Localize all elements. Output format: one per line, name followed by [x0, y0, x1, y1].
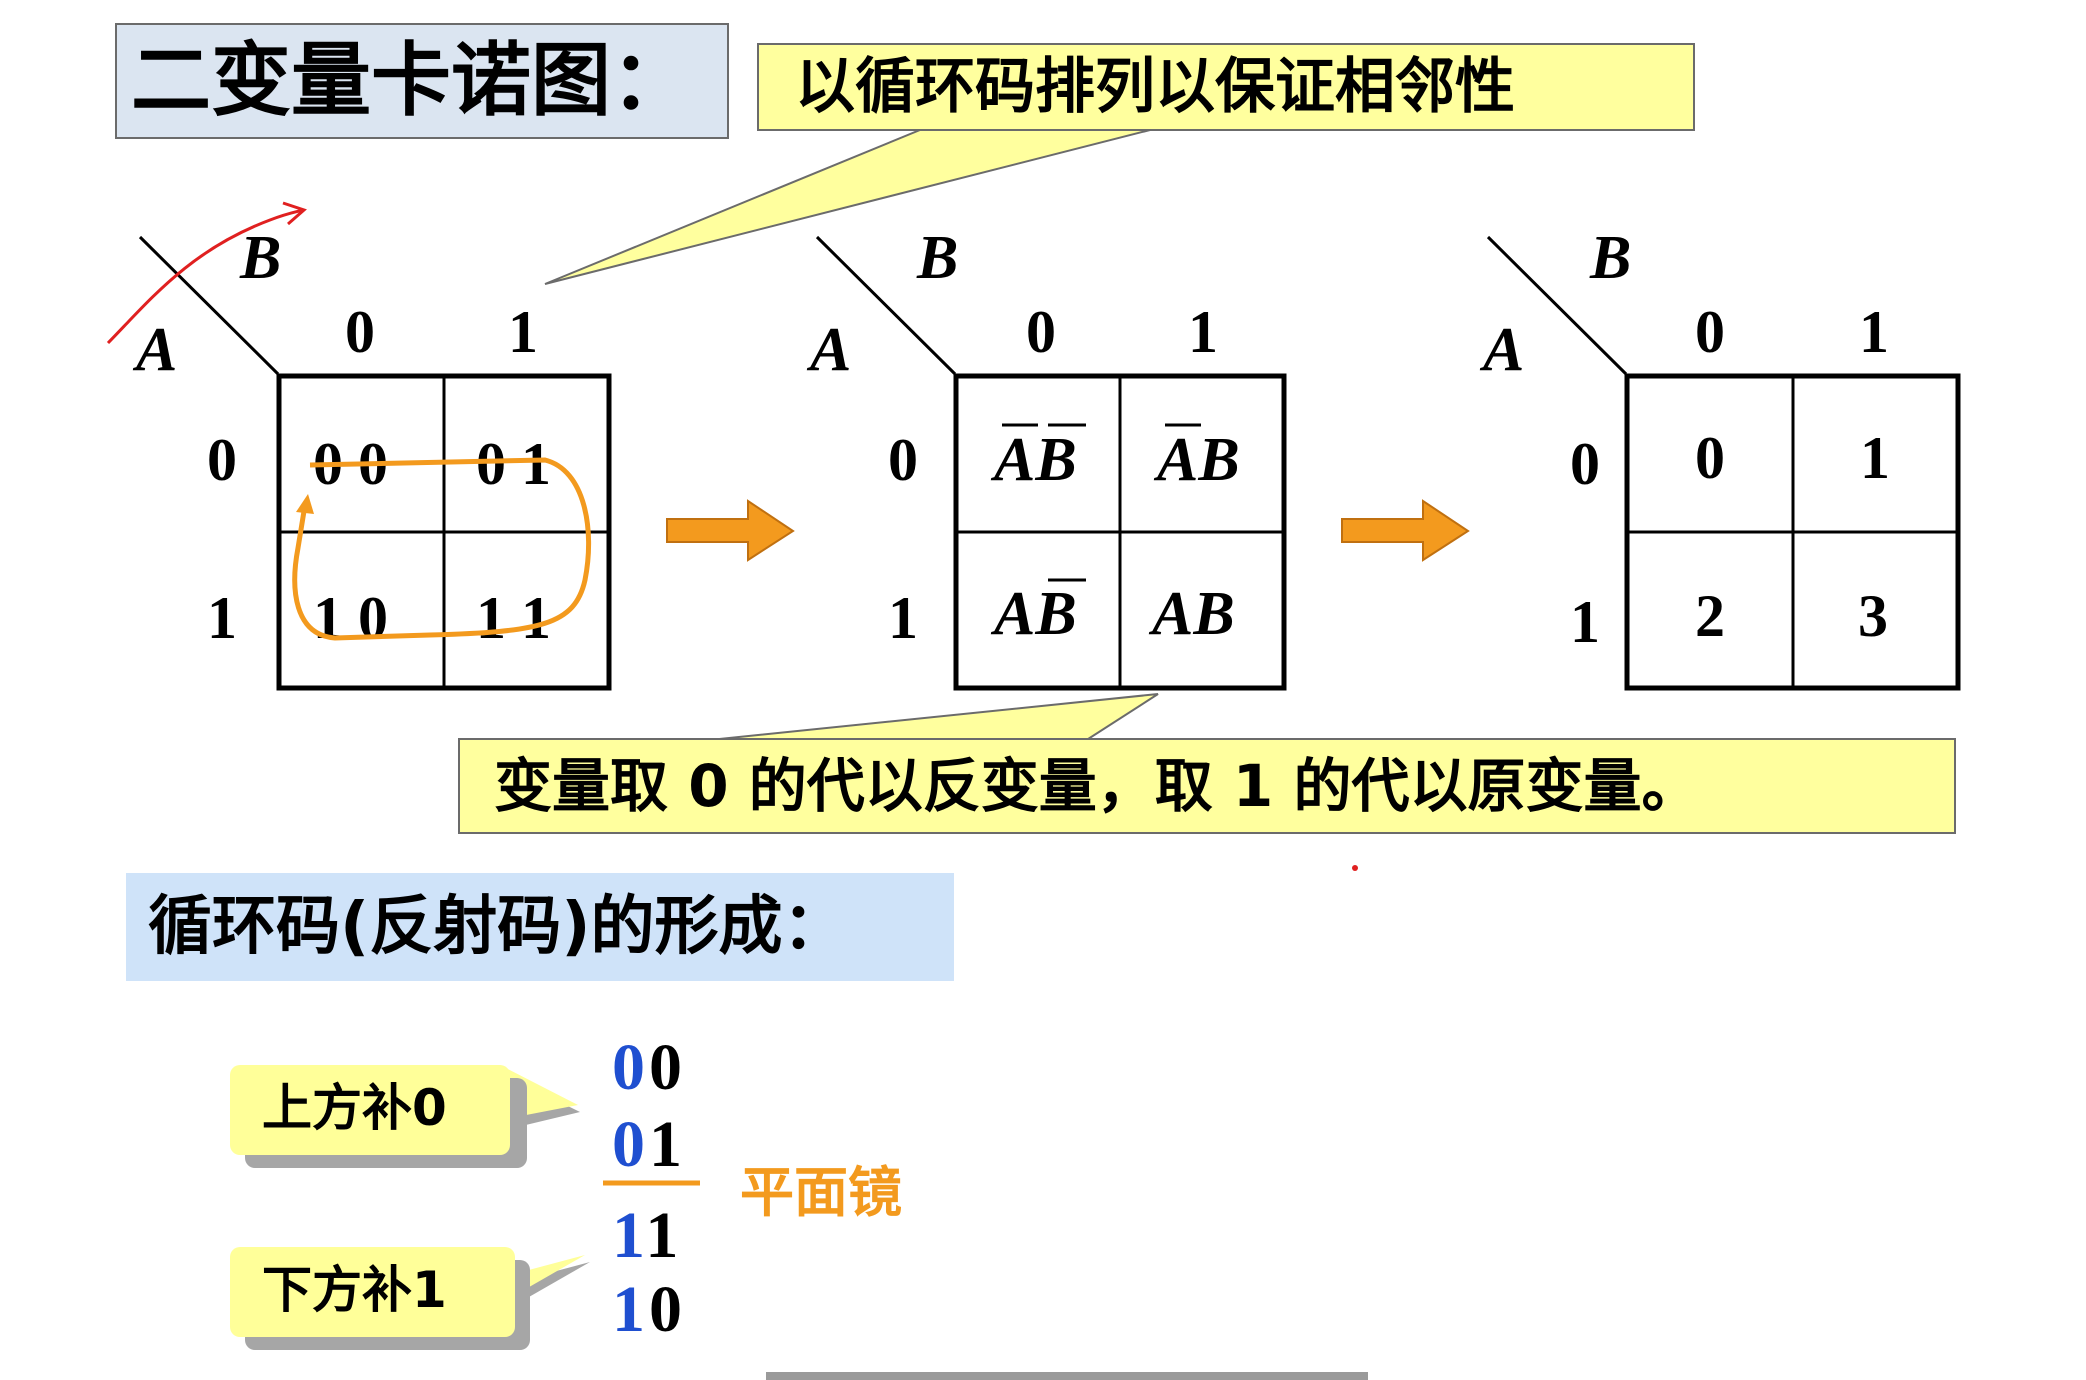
row-var-label: A: [132, 316, 177, 384]
cell-11: 1 1: [476, 585, 551, 651]
gray-prefix: 1: [612, 1273, 649, 1346]
callout-variable-rule: 变量取 0 的代以反变量，取 1 的代以原变量。: [458, 738, 1956, 834]
kmap-binary: B A 0 1 0 1 0 0 0 1 1 0 1 1: [106, 201, 612, 691]
gray-code-row: 01: [612, 1107, 686, 1183]
gray-suffix: 1: [649, 1108, 686, 1181]
cell-11: 3: [1858, 583, 1888, 649]
bubble-bottom: 下方补1: [230, 1247, 515, 1337]
gray-prefix: 1: [612, 1199, 646, 1272]
callout-variable-pointer: [699, 693, 1159, 742]
bubble-top: 上方补0: [230, 1065, 510, 1155]
gray-suffix: 0: [649, 1273, 686, 1346]
gray-code-row: 11: [612, 1198, 682, 1274]
callout-adjacency-pointer: [544, 129, 1151, 285]
gray-suffix: 0: [649, 1031, 686, 1104]
callout-adjacency: 以循环码排列以保证相邻性: [757, 43, 1695, 131]
gray-code-row: 00: [612, 1030, 686, 1106]
gray-order-loop: [292, 457, 592, 641]
gray-prefix: 0: [612, 1108, 649, 1181]
row-var-label: A: [1479, 316, 1524, 384]
row-label-0: 0: [207, 427, 237, 493]
row-label-1: 1: [207, 585, 237, 651]
cell-10: 1 0: [313, 585, 388, 651]
bubble-bottom-pointer-shadow: [515, 1262, 590, 1305]
section-title: 循环码(反射码)的形成：: [126, 873, 954, 981]
red-annotation-arrow: [106, 208, 304, 345]
cell-00: AB: [990, 426, 1077, 494]
cell-01: AB: [1153, 426, 1240, 494]
page-title: 二变量卡诺图：: [115, 23, 729, 139]
gray-suffix: 1: [645, 1199, 683, 1272]
kmap-diagonal: [138, 235, 280, 376]
transform-arrow-2: [1341, 499, 1470, 562]
cell-00: 0: [1695, 425, 1725, 491]
mirror-label: 平面镜: [740, 1161, 902, 1224]
col-label-1: 1: [1188, 299, 1218, 365]
col-label-0: 0: [1695, 299, 1725, 365]
col-label-1: 1: [1859, 299, 1889, 365]
row-label-0: 0: [1570, 431, 1600, 497]
col-var-label: B: [916, 224, 958, 292]
cell-10: AB: [990, 580, 1077, 648]
kmap-minterms: B A 0 1 0 1 AB AB AB AB: [806, 224, 1287, 691]
col-label-0: 0: [345, 299, 375, 365]
loop-arrowhead: [296, 494, 314, 514]
col-label-0: 0: [1026, 299, 1056, 365]
red-dot: [1352, 865, 1358, 871]
row-var-label: A: [806, 316, 851, 384]
horizontal-scrollbar[interactable]: [766, 1372, 1368, 1380]
gray-code-row: 10: [612, 1272, 686, 1348]
row-label-1: 1: [1570, 589, 1600, 655]
col-var-label: B: [1589, 224, 1631, 292]
col-label-1: 1: [508, 299, 538, 365]
kmap-diagonal: [1486, 235, 1628, 376]
row-label-0: 0: [888, 427, 918, 493]
row-label-1: 1: [888, 585, 918, 651]
kmap-indices: B A 0 1 0 1 0 1 2 3: [1479, 224, 1961, 691]
kmap-diagonal: [815, 235, 957, 376]
cell-01: 1: [1860, 425, 1890, 491]
col-var-label: B: [239, 224, 281, 292]
transform-arrow-1: [666, 499, 795, 562]
cell-01: 0 1: [476, 431, 551, 497]
cell-10: 2: [1695, 583, 1725, 649]
cell-11: AB: [1148, 580, 1235, 648]
gray-prefix: 0: [612, 1031, 649, 1104]
